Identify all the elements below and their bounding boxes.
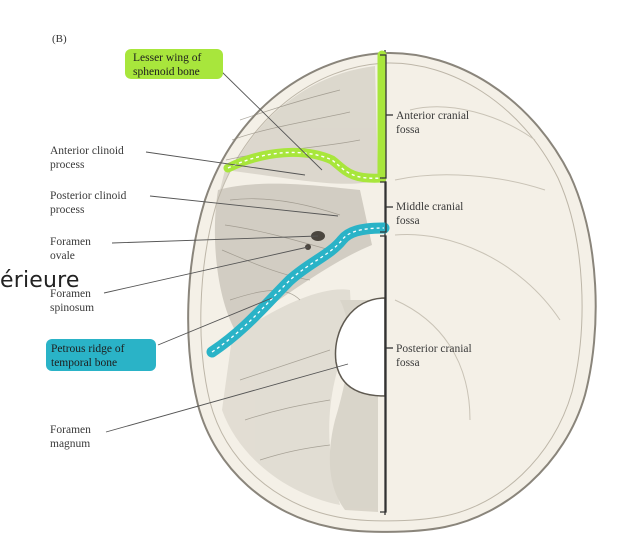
label-petrous-ridge-line2: temporal bone <box>51 357 117 369</box>
label-anterior-fossa-line2: fossa <box>396 124 420 136</box>
label-foramen-magnum-line1: Foramen <box>50 424 91 436</box>
right-labels: Anterior cranial fossa Middle cranial fo… <box>396 110 472 369</box>
petrous-ridge-highlight <box>206 222 390 358</box>
texture-strokes <box>221 89 361 461</box>
label-middle-fossa-line1: Middle cranial <box>396 201 463 213</box>
label-posterior-fossa-line2: fossa <box>396 357 420 369</box>
label-foramen-spinosum-line2: spinosum <box>50 302 94 314</box>
label-petrous-ridge-line1: Petrous ridge of <box>51 343 125 355</box>
right-half-shading <box>394 106 561 421</box>
label-foramen-ovale-line1: Foramen <box>50 236 91 248</box>
label-posterior-clinoid-line1: Posterior clinoid <box>50 190 127 202</box>
leader-lines <box>103 71 349 433</box>
label-anterior-fossa-line1: Anterior cranial <box>396 110 469 122</box>
fossa-brackets <box>380 54 393 513</box>
label-anterior-clinoid-line2: process <box>50 159 85 171</box>
label-foramen-ovale-line2: ovale <box>50 250 75 262</box>
label-foramen-spinosum-line1: Foramen <box>50 288 91 300</box>
label-posterior-clinoid-line2: process <box>50 204 85 216</box>
label-middle-fossa-line2: fossa <box>396 215 420 227</box>
label-lesser-wing-line1: Lesser wing of <box>133 52 202 64</box>
lesser-wing-highlight <box>223 50 387 183</box>
overlay-caption-fragment: érieure <box>0 268 80 293</box>
label-anterior-clinoid-line1: Anterior clinoid <box>50 145 124 157</box>
left-labels: Lesser wing of sphenoid bone Anterior cl… <box>46 49 223 450</box>
label-lesser-wing-line2: sphenoid bone <box>133 66 200 78</box>
panel-label: (B) <box>52 33 67 45</box>
label-posterior-fossa-line1: Posterior cranial <box>396 343 472 355</box>
label-foramen-magnum-line2: magnum <box>50 438 90 450</box>
foramen-magnum-shape <box>334 297 386 397</box>
